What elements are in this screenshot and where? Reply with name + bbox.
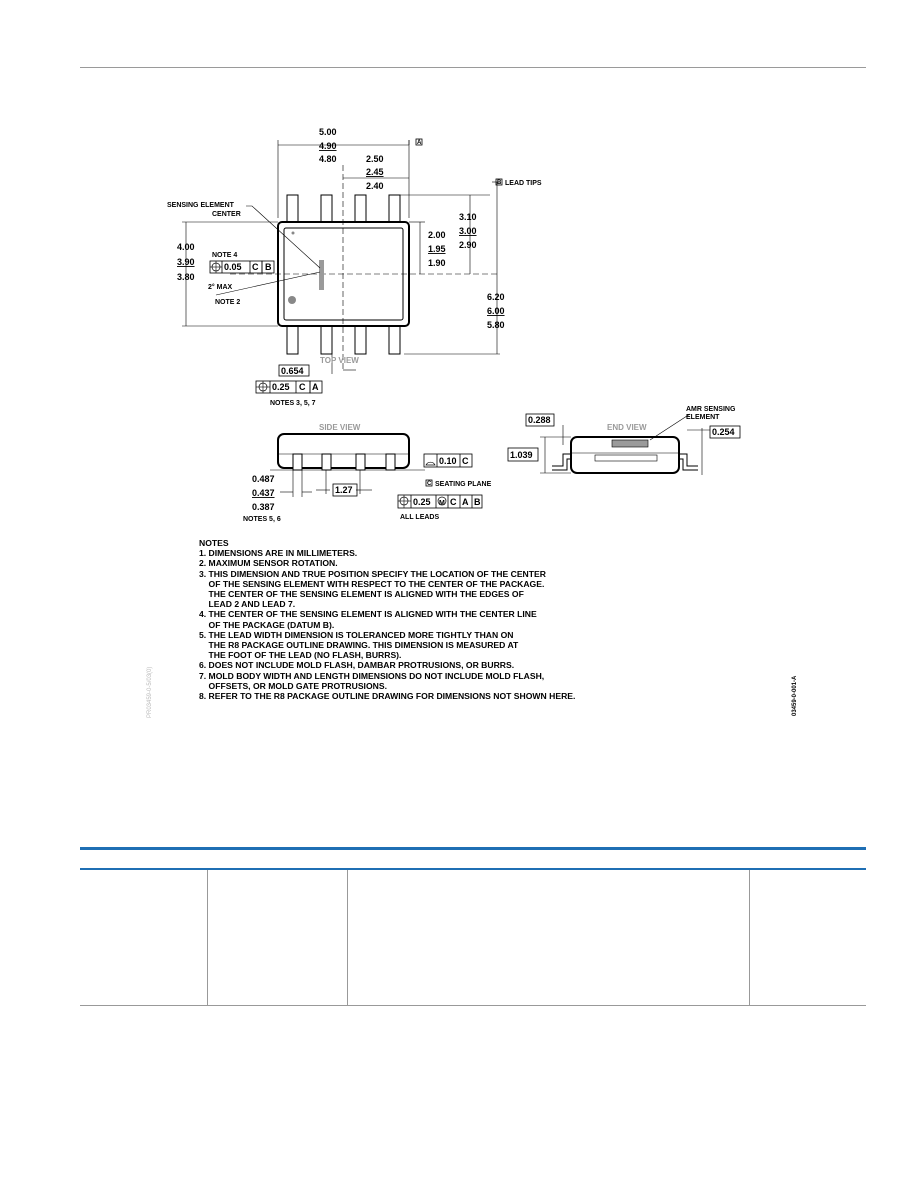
note-line: 7. MOLD BODY WIDTH AND LENGTH DIMENSIONS… [199, 670, 545, 681]
dim-length-nom: 4.90 [319, 141, 337, 151]
datum-c-flag: C [427, 481, 432, 487]
section-rule [80, 847, 866, 850]
dim-half-nom: 2.45 [366, 167, 384, 177]
amr-label-2: ELEMENT [686, 414, 720, 421]
dim-overall-min: 5.80 [487, 320, 505, 330]
dim-lead-w-min: 0.387 [252, 502, 275, 512]
amr-label-1: AMR SENSING [686, 406, 736, 413]
notes-357-label: NOTES 3, 5, 7 [270, 400, 316, 407]
datum-c-ref-4: C [450, 497, 457, 507]
lead-bottom-1 [286, 325, 299, 355]
note-line: THE R8 PACKAGE OUTLINE DRAWING. THIS DIM… [199, 640, 519, 651]
all-leads-label: ALL LEADS [400, 514, 439, 521]
side-lead-1 [292, 453, 303, 471]
side-view-label: SIDE VIEW [319, 423, 361, 432]
pos-tol-value: 0.05 [224, 262, 242, 272]
dim-width-min: 3.80 [177, 272, 195, 282]
max-rotation-label: 2° MAX [208, 283, 233, 291]
dim-length-max: 5.00 [319, 127, 337, 137]
datum-a-ref-2: A [462, 497, 469, 507]
dim-pitch-half: 0.654 [281, 366, 304, 376]
figure-id: 03459-0-001-A [792, 675, 798, 716]
sensing-element [319, 260, 324, 290]
lead-bottom-4 [388, 325, 401, 355]
end-view-label: END VIEW [607, 423, 647, 432]
sensing-element-label: SENSING ELEMENT [167, 202, 235, 209]
datum-a-flag: A [417, 140, 422, 146]
datum-a-ref: A [312, 382, 319, 392]
dim-half-max: 2.50 [366, 154, 384, 164]
side-lead-4 [385, 453, 396, 471]
top-view-label: TOP VIEW [320, 356, 359, 365]
dim-width-nom: 3.90 [177, 257, 195, 267]
datum-c-ref-3: C [462, 456, 469, 466]
lead-tips-label: LEAD TIPS [505, 180, 542, 187]
dim-center-max: 2.00 [428, 230, 446, 240]
datum-b-ref-2: B [474, 497, 481, 507]
lead-top-4 [388, 194, 401, 224]
dim-length-min: 4.80 [319, 154, 337, 164]
note4-label: NOTE 4 [212, 252, 237, 259]
header-rule [80, 67, 866, 68]
dim-edge-max: 3.10 [459, 212, 477, 222]
dim-end-height: 1.039 [510, 450, 533, 460]
datum-c-ref-2: C [299, 382, 306, 392]
note-line: 2. MAXIMUM SENSOR ROTATION. [199, 558, 338, 569]
note-line: 3. THIS DIMENSION AND TRUE POSITION SPEC… [199, 568, 546, 579]
datum-b-flag: B [497, 180, 502, 186]
notes-56-label: NOTES 5, 6 [243, 516, 281, 523]
lead-bottom-2 [320, 325, 333, 355]
table-column-divider [347, 870, 348, 1005]
lead-top-1 [286, 194, 299, 224]
dim-edge-min: 2.90 [459, 240, 477, 250]
note-line: 5. THE LEAD WIDTH DIMENSION IS TOLERANCE… [199, 629, 514, 640]
dim-overall-nom: 6.00 [487, 306, 505, 316]
side-code: PR03459-0-5/03(0) [147, 666, 153, 718]
flatness-value: 0.10 [439, 456, 457, 466]
center-label: CENTER [212, 211, 241, 218]
dim-center-nom: 1.95 [428, 244, 446, 254]
notes-title: NOTES [199, 538, 229, 548]
dim-end-top: 0.288 [528, 415, 551, 425]
note-line: 6. DOES NOT INCLUDE MOLD FLASH, DAMBAR P… [199, 660, 515, 671]
note-line: 1. DIMENSIONS ARE IN MILLIMETERS. [199, 548, 358, 559]
note-line: THE CENTER OF THE SENSING ELEMENT IS ALI… [199, 589, 524, 600]
note2-label: NOTE 2 [215, 299, 240, 306]
table-column-divider [207, 870, 208, 1005]
side-body [277, 433, 410, 469]
note-line: 4. THE CENTER OF THE SENSING ELEMENT IS … [199, 609, 537, 620]
dim-end-lead: 0.254 [712, 427, 735, 437]
note-line: THE FOOT OF THE LEAD (NO FLASH, BURRS). [199, 650, 402, 661]
side-lead-3 [355, 453, 366, 471]
dim-width-max: 4.00 [177, 242, 195, 252]
datum-b-ref: B [265, 262, 272, 272]
note-line: 8. REFER TO THE R8 PACKAGE OUTLINE DRAWI… [199, 691, 576, 702]
note-line: OFFSETS, OR MOLD GATE PROTRUSIONS. [199, 680, 387, 691]
ordering-table [80, 868, 866, 1006]
dim-lead-w-nom: 0.437 [252, 488, 275, 498]
note-line: LEAD 2 AND LEAD 7. [199, 599, 296, 610]
pos-tol2-value: 0.25 [272, 382, 290, 392]
dim-pitch: 1.27 [335, 485, 353, 495]
dim-overall-max: 6.20 [487, 292, 505, 302]
dim-edge-nom: 3.00 [459, 226, 477, 236]
lead-top-2 [320, 194, 333, 224]
notes-block: NOTES 1. DIMENSIONS ARE IN MILLIMETERS. … [199, 538, 759, 701]
dim-lead-w-max: 0.487 [252, 474, 275, 484]
lead-top-3 [354, 194, 367, 224]
pin1-dot [288, 296, 296, 304]
datum-c-ref: C [252, 262, 259, 272]
side-lead-2 [321, 453, 332, 471]
table-column-divider [749, 870, 750, 1005]
dim-center-min: 1.90 [428, 258, 446, 268]
amr-element [611, 439, 649, 448]
mmc-symbol: M [439, 500, 445, 507]
pos-tol3-value: 0.25 [413, 497, 431, 507]
lead-bottom-3 [354, 325, 367, 355]
note-line: OF THE PACKAGE (DATUM B). [199, 619, 335, 630]
dim-half-min: 2.40 [366, 181, 384, 191]
note-line: OF THE SENSING ELEMENT WITH RESPECT TO T… [199, 578, 545, 589]
seating-plane-label: SEATING PLANE [435, 481, 492, 488]
package-outline-drawing: 5.00 4.90 4.80 2.50 2.45 2.40 4.00 3.90 … [167, 127, 741, 523]
